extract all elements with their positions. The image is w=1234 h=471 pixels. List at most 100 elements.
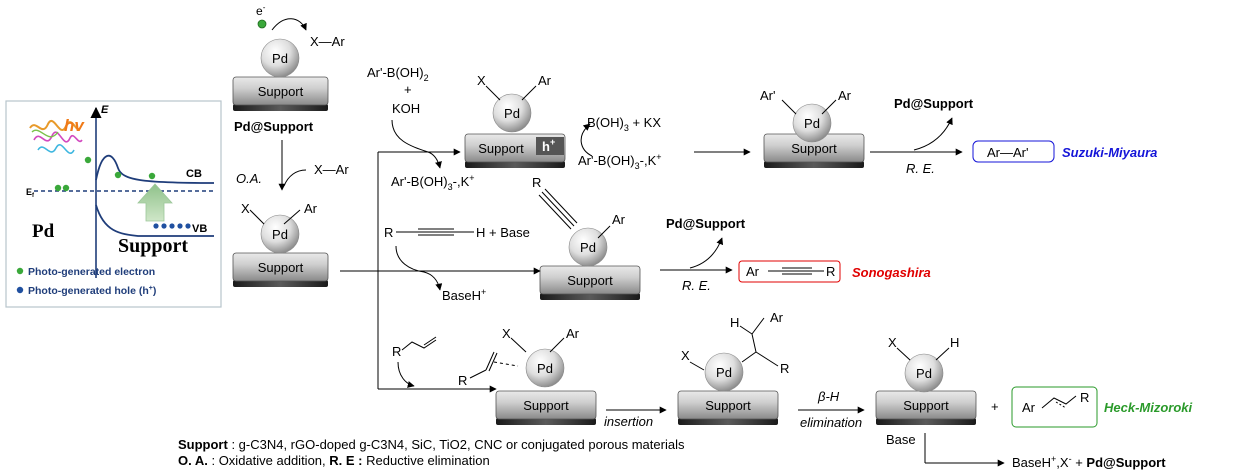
fermi-label: Ef bbox=[26, 187, 35, 199]
heck-row: R X Ar R insertion X H Ar R β-H eliminat… bbox=[392, 310, 1193, 470]
suzuki-product: Ar—Ar' bbox=[987, 145, 1028, 160]
sphere-pd-icon bbox=[792, 103, 832, 143]
suzuki-pd-at-support: Pd@Support bbox=[894, 96, 974, 111]
support-label: Support bbox=[523, 398, 569, 413]
support-base-shadow bbox=[496, 418, 596, 425]
branch-connectors bbox=[340, 148, 541, 393]
heck-add-arrow bbox=[397, 361, 415, 388]
sono-triple-3 bbox=[538, 194, 572, 230]
hole-dots bbox=[153, 223, 191, 229]
heck-complex-ar: Ar bbox=[566, 326, 580, 341]
legend-oa-key: O. A. bbox=[178, 453, 208, 468]
sphere-pd-icon bbox=[568, 227, 608, 267]
suzuki-complex2-ar: Ar bbox=[838, 88, 852, 103]
hv-label: hv bbox=[64, 116, 85, 135]
sphere-pd-icon bbox=[904, 353, 944, 393]
electron-symbol: e- bbox=[256, 3, 266, 18]
oa-ar-bond bbox=[283, 209, 301, 225]
heck-alkyl-pd-bond bbox=[741, 351, 757, 363]
suzuki-ar-bond bbox=[521, 85, 537, 101]
band-diagram-panel: hv E Ef CB VB Pd Support bbox=[5, 100, 222, 308]
sono-complex-ar: Ar bbox=[612, 212, 626, 227]
pd-label: Pd bbox=[716, 365, 732, 380]
oa-x-ar: X—Ar bbox=[314, 162, 349, 177]
pd-label: Pd bbox=[272, 51, 288, 66]
start-catalyst: e- X—Ar Pd@Support bbox=[234, 3, 345, 134]
suzuki-byproduct: B(OH)3 + KX bbox=[587, 115, 661, 133]
oa-x-bond bbox=[249, 209, 265, 225]
oa-x: X bbox=[241, 201, 250, 216]
valence-band-curve bbox=[95, 204, 214, 237]
support-label: Support bbox=[478, 141, 524, 156]
scheme-legend: Support : g-C3N4, rGO-doped g-C3N4, SiC,… bbox=[178, 437, 684, 469]
legend-re-text: Reductive elimination bbox=[362, 453, 490, 468]
sono-re-label: R. E. bbox=[682, 278, 711, 293]
pd-label: Pd bbox=[537, 361, 553, 376]
oxidative-addition-step: O.A. X—Ar X Ar bbox=[236, 140, 349, 225]
heck-name: Heck-Mizoroki bbox=[1104, 400, 1193, 415]
oa-label: O.A. bbox=[236, 171, 262, 186]
sono-complex-r: R bbox=[532, 175, 541, 190]
heck-alkene bbox=[401, 339, 437, 351]
heck-pi-coordination bbox=[493, 361, 519, 367]
sono-product-ar: Ar bbox=[746, 264, 760, 279]
suzuki-x-bond bbox=[485, 85, 501, 101]
start-pd-at-support: Pd@Support bbox=[234, 119, 314, 134]
suzuki-plus: + bbox=[404, 82, 412, 97]
suzuki-complex2-arp: Ar' bbox=[760, 88, 775, 103]
heck-x-bond bbox=[510, 337, 527, 353]
suzuki-borate-arrow bbox=[391, 119, 442, 169]
electron-legend-dot bbox=[16, 267, 24, 275]
suzuki-arp-bond bbox=[781, 99, 797, 115]
sono-product-r: R bbox=[826, 264, 835, 279]
catalyst-unit-heck-1: Support Pd bbox=[495, 348, 597, 425]
heck-product-alkene bbox=[1041, 395, 1077, 409]
suzuki-borate-in: Ar'-B(OH)3-,K+ bbox=[578, 152, 662, 171]
suzuki-reagent1: Ar'-B(OH)2 bbox=[367, 65, 429, 83]
sono-pd-at-support: Pd@Support bbox=[666, 216, 746, 231]
support-label: Support bbox=[567, 273, 613, 288]
support-base-shadow bbox=[764, 161, 864, 168]
hole-badge-label: h+ bbox=[542, 137, 555, 154]
legend-oa-text: : Oxidative addition, bbox=[207, 453, 330, 468]
support-base-shadow bbox=[678, 418, 778, 425]
heck-product-box bbox=[1011, 386, 1098, 428]
heck-ar-bond bbox=[549, 337, 565, 353]
heck-beta-label: β-H bbox=[817, 389, 840, 404]
support-slab-icon bbox=[495, 390, 597, 420]
excitation-arrow-icon bbox=[137, 183, 173, 222]
pd-label: Pd bbox=[272, 227, 288, 242]
heck-alkyl-r: R bbox=[780, 361, 789, 376]
heck-alkyl-h: H bbox=[730, 315, 739, 330]
pd-band-label: Pd bbox=[32, 221, 55, 242]
photon-wave-icon bbox=[29, 120, 83, 154]
sono-baseh: BaseH+ bbox=[442, 287, 486, 303]
catalyst-units: SupportPdSupportPdSupportPdSupportPdSupp… bbox=[232, 38, 977, 425]
suzuki-byproduct-arrow bbox=[580, 123, 593, 157]
support-base-shadow bbox=[465, 161, 565, 168]
conduction-band-curve bbox=[95, 155, 215, 184]
vb-label: VB bbox=[192, 223, 207, 235]
legend-abbrev-line: O. A. : Oxidative addition, R. E : Reduc… bbox=[178, 453, 684, 469]
suzuki-reagent2: KOH bbox=[392, 101, 420, 116]
hole-badge bbox=[536, 137, 564, 155]
heck-plus: + bbox=[991, 399, 999, 414]
support-base-shadow bbox=[233, 104, 328, 111]
start-x-ar: X—Ar bbox=[310, 34, 345, 49]
heck-alkyl-chain1 bbox=[739, 317, 765, 335]
suzuki-re-label: R. E. bbox=[906, 161, 935, 176]
heck-alkyl-chain3 bbox=[755, 351, 779, 367]
suzuki-borate: Ar'-B(OH)3-,K+ bbox=[391, 173, 475, 192]
sphere-pd-icon bbox=[260, 38, 300, 78]
legend-support-key: Support bbox=[178, 437, 228, 452]
support-band-label: Support bbox=[118, 235, 188, 257]
support-label: Support bbox=[258, 84, 304, 99]
catalyst-unit-start: Support Pd bbox=[232, 38, 329, 111]
oa-curve-arrow bbox=[283, 169, 307, 187]
suzuki-name: Suzuki-Miyaura bbox=[1062, 145, 1157, 160]
suzuki-complex-ar: Ar bbox=[538, 73, 552, 88]
heck-base: Base bbox=[886, 432, 916, 447]
